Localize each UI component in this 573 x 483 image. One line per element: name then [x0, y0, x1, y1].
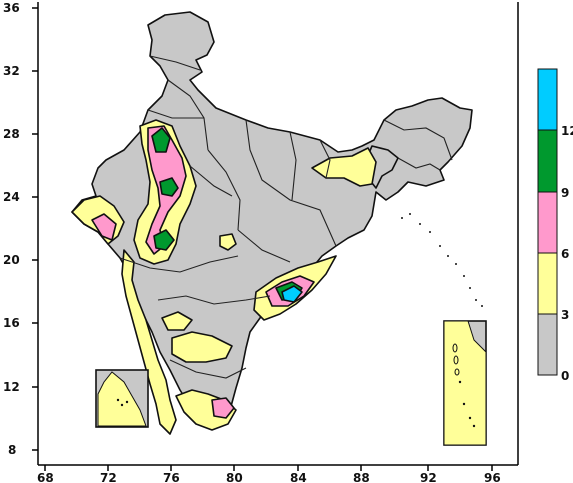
deccan-yellow-blob-2: [161, 311, 193, 331]
east-coast-cyan-region: [281, 285, 303, 303]
y-tick-label: 8: [8, 443, 16, 457]
west-coast-yellow-strip: [121, 249, 177, 435]
legend-swatch-6-9: [537, 191, 558, 254]
y-tick-label: 28: [3, 127, 20, 141]
india-mainland-region: [71, 11, 473, 429]
island-dots: [401, 213, 483, 307]
legend-label: 9: [561, 186, 569, 200]
rajasthan-green-zone-north: [151, 127, 171, 153]
x-tick-label: 76: [163, 471, 180, 483]
deccan-yellow-blob-1: [171, 331, 233, 363]
x-tick-label: 72: [100, 471, 117, 483]
madhya-green-zone: [153, 229, 175, 251]
x-axis-ticks: [44, 465, 493, 471]
y-axis-tick-labels: 36 32 28 24 20 16 12 8: [3, 1, 20, 457]
x-tick-label: 68: [37, 471, 54, 483]
bengal-yellow-region: [311, 147, 377, 187]
y-tick-label: 24: [3, 190, 20, 204]
state-boundaries: [119, 55, 453, 379]
legend: 0 3 6 9 12: [537, 68, 573, 383]
legend-label: 0: [561, 369, 569, 383]
y-tick-label: 12: [3, 380, 20, 394]
y-tick-label: 20: [3, 253, 20, 267]
rajasthan-green-zone-central: [159, 177, 179, 197]
legend-swatch-3-6: [537, 252, 558, 315]
y-tick-label: 16: [3, 316, 20, 330]
y-axis-ticks: [32, 7, 38, 451]
legend-swatch-12-plus: [537, 68, 558, 131]
x-tick-label: 92: [420, 471, 437, 483]
central-yellow-blob: [219, 233, 237, 251]
x-axis-tick-labels: 68 72 76 80 84 88 92 96: [37, 471, 501, 483]
legend-label: 6: [561, 247, 569, 261]
y-tick-label: 36: [3, 1, 20, 15]
legend-label: 3: [561, 308, 569, 322]
andaman-nicobar-inset: [443, 320, 487, 446]
x-tick-label: 88: [353, 471, 370, 483]
x-tick-label: 80: [226, 471, 243, 483]
x-tick-label: 84: [290, 471, 307, 483]
x-tick-label: 96: [484, 471, 501, 483]
legend-label: 12: [561, 124, 573, 138]
legend-swatch-0-3: [537, 313, 558, 376]
lakshadweep-inset: [95, 369, 149, 428]
y-tick-label: 32: [3, 64, 20, 78]
gujarat-pink-region: [91, 213, 117, 241]
legend-swatch-9-12: [537, 129, 558, 193]
tamil-nadu-pink-region: [211, 397, 235, 419]
